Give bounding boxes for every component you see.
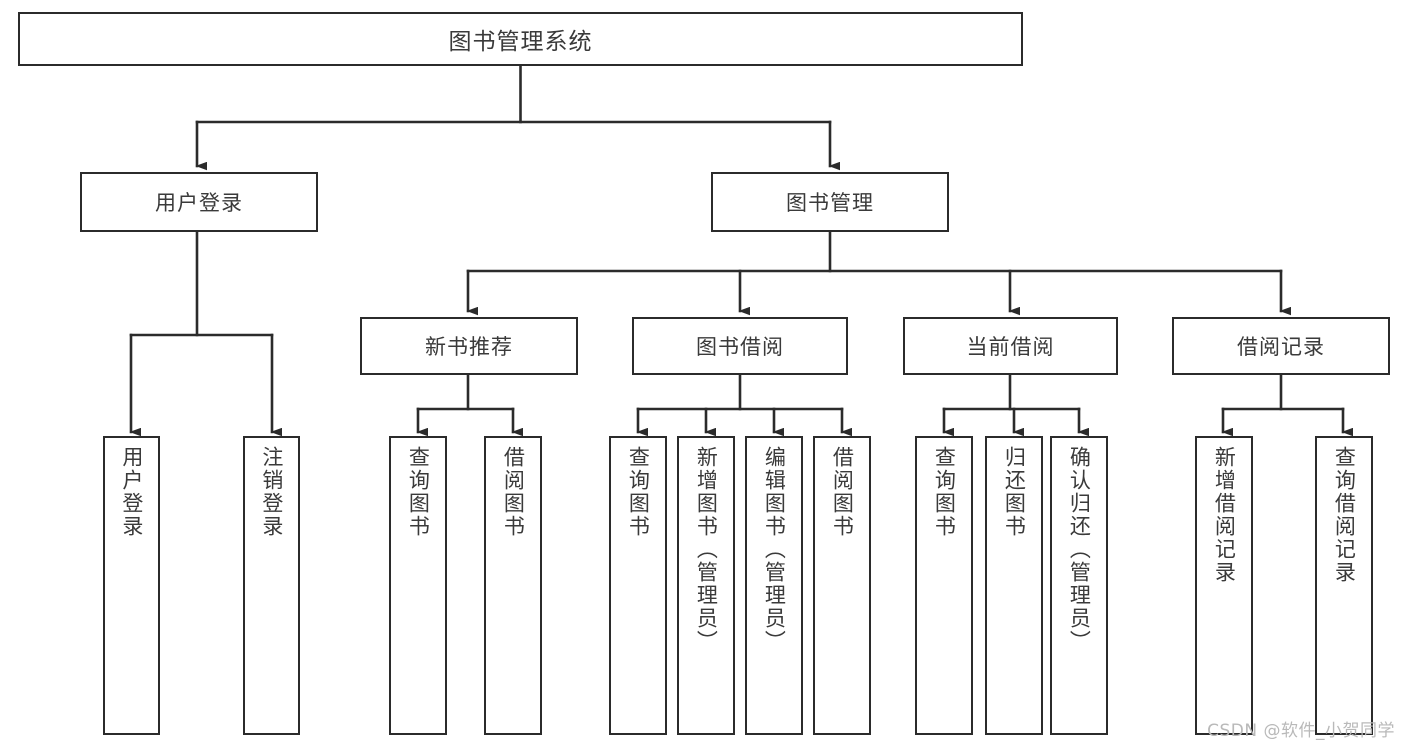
node-book-borrow-label: 图书借阅 xyxy=(696,335,784,359)
node-user-login-label: 用户登录 xyxy=(155,191,243,215)
leaf-borrow-record-query-record[interactable]: 查询借阅记录 xyxy=(1315,436,1373,735)
node-root-label: 图书管理系统 xyxy=(448,29,593,55)
leaf-current-borrow-query-book[interactable]: 查询图书 xyxy=(915,436,973,735)
leaf-new-book-borrow-book-label: 借阅图书 xyxy=(501,446,526,538)
leaf-current-borrow-confirm-return-admin-label: 确认归还（管理员） xyxy=(1067,446,1092,653)
leaf-borrow-record-query-record-label: 查询借阅记录 xyxy=(1332,446,1357,584)
node-book-management-label: 图书管理 xyxy=(786,191,874,215)
node-current-borrow[interactable]: 当前借阅 xyxy=(903,317,1118,375)
node-user-login[interactable]: 用户登录 xyxy=(80,172,318,232)
leaf-book-borrow-query-book[interactable]: 查询图书 xyxy=(609,436,667,735)
leaf-new-book-query-book-label: 查询图书 xyxy=(406,446,431,538)
node-book-management[interactable]: 图书管理 xyxy=(711,172,949,232)
node-current-borrow-label: 当前借阅 xyxy=(966,335,1055,359)
leaf-new-book-borrow-book[interactable]: 借阅图书 xyxy=(484,436,542,735)
leaf-book-borrow-add-book-admin[interactable]: 新增图书（管理员） xyxy=(677,436,735,735)
node-borrow-record[interactable]: 借阅记录 xyxy=(1172,317,1390,375)
leaf-borrow-record-add-record-label: 新增借阅记录 xyxy=(1212,446,1237,584)
leaf-borrow-record-add-record[interactable]: 新增借阅记录 xyxy=(1195,436,1253,735)
leaf-current-borrow-confirm-return-admin[interactable]: 确认归还（管理员） xyxy=(1050,436,1108,735)
leaf-new-book-query-book[interactable]: 查询图书 xyxy=(389,436,447,735)
leaf-current-borrow-query-book-label: 查询图书 xyxy=(932,446,957,538)
leaf-book-borrow-edit-book-admin[interactable]: 编辑图书（管理员） xyxy=(745,436,803,735)
leaf-user-login-login[interactable]: 用户登录 xyxy=(103,436,160,735)
leaf-user-login-logout-label: 注销登录 xyxy=(259,446,284,538)
leaf-book-borrow-edit-book-admin-label: 编辑图书（管理员） xyxy=(762,446,787,653)
node-new-book-recommend[interactable]: 新书推荐 xyxy=(360,317,578,375)
leaf-user-login-login-label: 用户登录 xyxy=(119,446,144,538)
leaf-book-borrow-query-book-label: 查询图书 xyxy=(626,446,651,538)
node-book-borrow[interactable]: 图书借阅 xyxy=(632,317,848,375)
leaf-current-borrow-return-book[interactable]: 归还图书 xyxy=(985,436,1043,735)
leaf-current-borrow-return-book-label: 归还图书 xyxy=(1002,446,1027,538)
leaf-user-login-logout[interactable]: 注销登录 xyxy=(243,436,300,735)
leaf-book-borrow-borrow-book-label: 借阅图书 xyxy=(830,446,855,538)
node-new-book-recommend-label: 新书推荐 xyxy=(425,335,513,359)
node-root-book-management-system[interactable]: 图书管理系统 xyxy=(18,12,1023,66)
leaf-book-borrow-add-book-admin-label: 新增图书（管理员） xyxy=(694,446,719,653)
node-borrow-record-label: 借阅记录 xyxy=(1237,335,1325,359)
leaf-book-borrow-borrow-book[interactable]: 借阅图书 xyxy=(813,436,871,735)
